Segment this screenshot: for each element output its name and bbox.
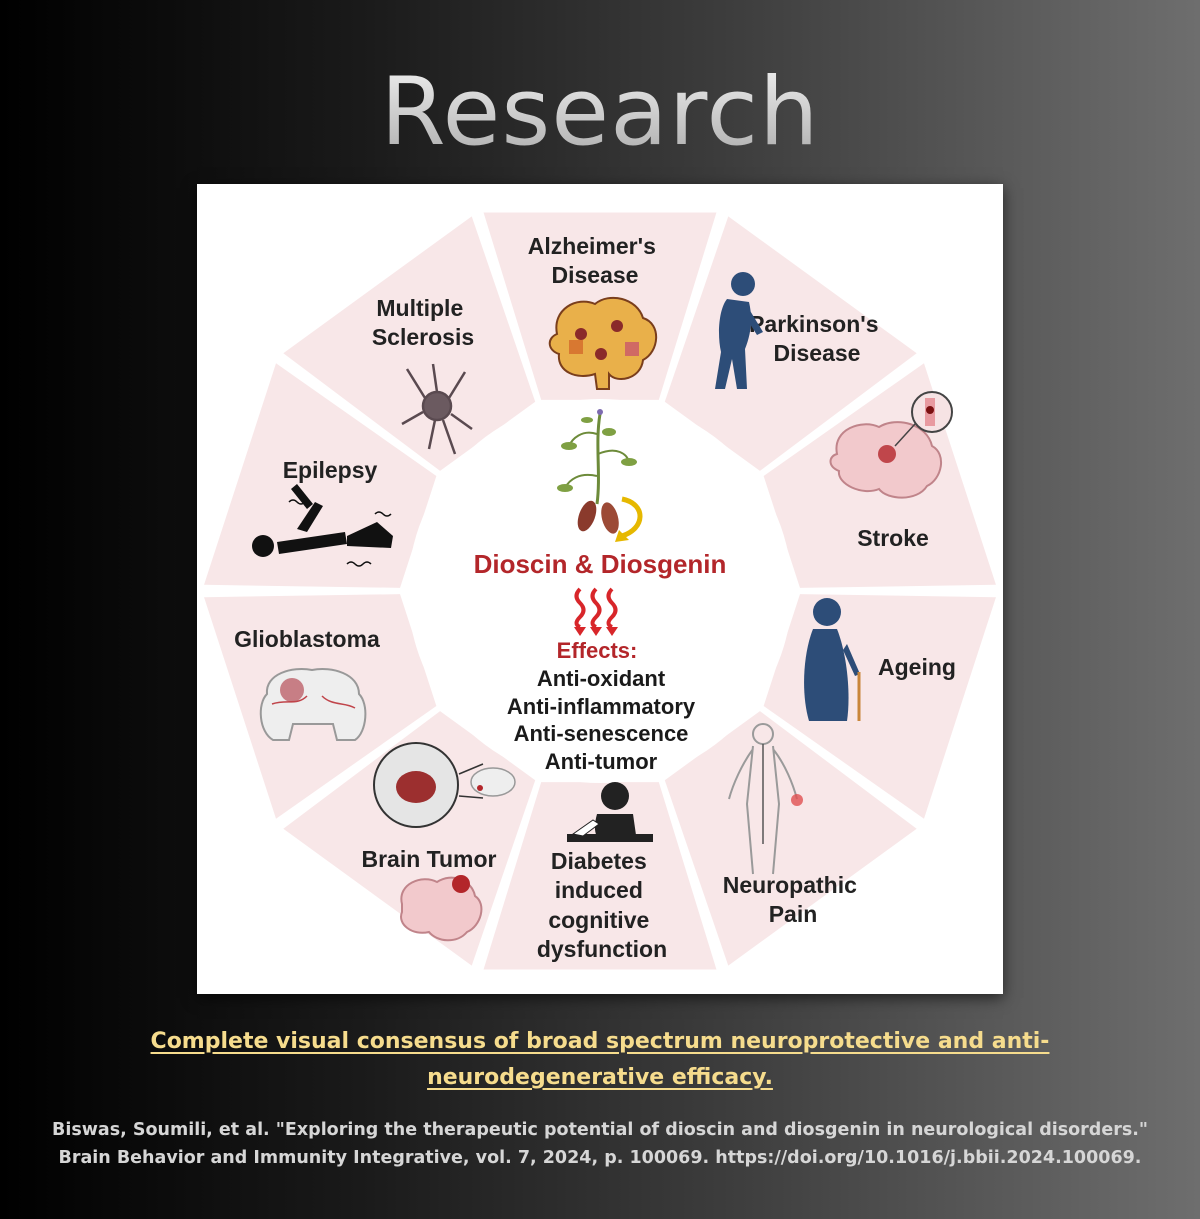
effect-arrows-icon: [574, 587, 618, 636]
center-title: Dioscin & Diosgenin: [474, 549, 727, 579]
center-circle: [408, 399, 792, 783]
ring-segment: [664, 216, 917, 471]
page-title: Research: [0, 58, 1200, 167]
segment-label-parkinsons: Parkinson's Disease: [749, 311, 885, 366]
body-nerves-icon: [728, 723, 803, 875]
stooped-person-icon: [715, 272, 763, 389]
segment-label-ageing: Ageing: [878, 654, 956, 680]
segment-label-alzheimers: Alzheimer's Disease: [528, 233, 663, 288]
brain-tumor-icon: [373, 742, 516, 942]
segment-label-neuropathic-pain: Neuropathic Pain: [723, 872, 864, 927]
segment-label-multiple-sclerosis: Multiple Sclerosis: [372, 295, 474, 350]
segment-label-epilepsy: Epilepsy: [283, 457, 378, 483]
brain-section-icon: [259, 668, 367, 741]
brain-clot-icon: [829, 391, 953, 499]
ring-segment: [483, 782, 717, 970]
citation: Biswas, Soumili, et al. "Exploring the t…: [40, 1116, 1160, 1172]
segment-label-brain-tumor: Brain Tumor: [361, 846, 496, 872]
effect-item: Anti-senescence: [514, 721, 689, 746]
citation-line: Brain Behavior and Immunity Integrative,…: [58, 1148, 1142, 1168]
caption-link[interactable]: Complete visual consensus of broad spect…: [150, 1029, 1050, 1090]
effect-item: Anti-oxidant: [537, 666, 666, 691]
effect-item: Anti-tumor: [545, 749, 658, 774]
segment-label-stroke: Stroke: [857, 525, 929, 551]
segment-label-diabetes: Diabetes induced cognitive dysfunction: [537, 848, 667, 962]
seizure-person-icon: [252, 484, 393, 567]
neuron-icon: [401, 363, 473, 455]
segment-label-glioblastoma: Glioblastoma: [234, 626, 380, 652]
ring-segment: [664, 711, 917, 966]
brain-puzzle-icon: [548, 296, 658, 390]
ring-segment: [283, 216, 536, 471]
effects-label: Effects:: [557, 638, 638, 663]
person-at-desk-icon: [567, 782, 653, 842]
citation-line: Biswas, Soumili, et al. "Exploring the t…: [51, 1120, 1149, 1140]
elderly-person-icon: [804, 598, 861, 721]
diagram-svg: Dioscin & Diosgenin Effects: Anti-oxidan…: [204, 212, 996, 970]
effect-item: Anti-inflammatory: [507, 694, 696, 719]
plant-icon: [557, 409, 643, 542]
neuro-diagram-figure: Dioscin & Diosgenin Effects: Anti-oxidan…: [197, 184, 1003, 994]
